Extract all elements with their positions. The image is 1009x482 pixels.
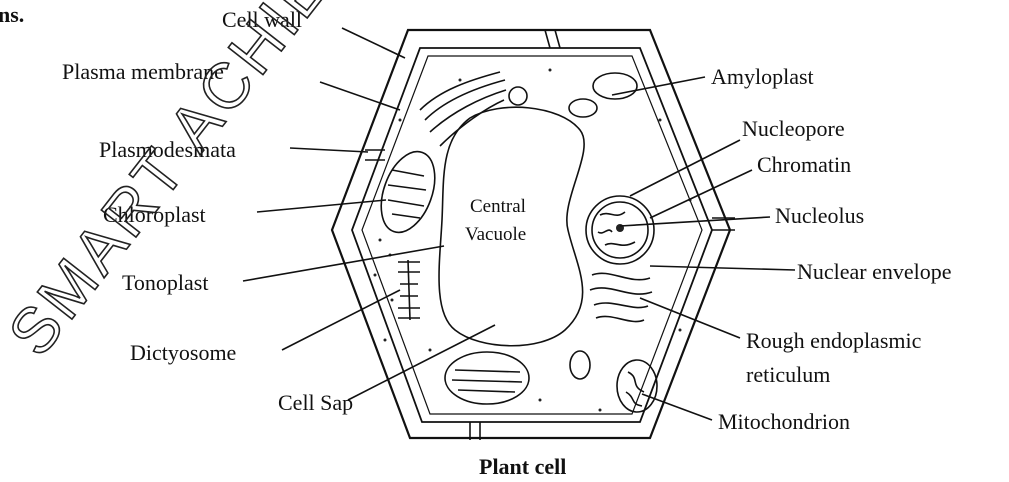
dictyosome-organelle: [398, 260, 420, 320]
amyloplast-organelle: [569, 73, 637, 117]
chloroplast-organelle: [371, 144, 445, 239]
central-label: Central: [470, 196, 526, 217]
label-dictyosome: Dictyosome: [130, 340, 236, 365]
label-tonoplast: Tonoplast: [122, 270, 208, 295]
cell-wall: [332, 30, 735, 440]
label-amyloplast: Amyloplast: [711, 64, 814, 89]
small-vesicle: [509, 87, 527, 105]
rough-er-organelle: [590, 273, 652, 321]
label-nuclear-envelope: Nuclear envelope: [797, 259, 952, 284]
label-nucleolus: Nucleolus: [775, 203, 864, 228]
cytoplasm-dots: [374, 69, 692, 412]
label-rough-er-line2: reticulum: [746, 362, 830, 387]
nucleus: [586, 196, 654, 264]
vacuole-label: Vacuole: [465, 224, 526, 245]
caption-plant-cell: Plant cell: [479, 454, 566, 479]
watermark-text: SMART ACHIEVERS: [0, 0, 461, 369]
label-chromatin: Chromatin: [757, 152, 851, 177]
label-mitochondrion: Mitochondrion: [718, 409, 850, 434]
label-cell-sap: Cell Sap: [278, 390, 353, 415]
chloroplast-bottom: [445, 352, 529, 404]
top-left-fragment: ns.: [0, 2, 24, 27]
label-nucleopore: Nucleopore: [742, 116, 845, 141]
label-rough-er-line1: Rough endoplasmic: [746, 328, 922, 353]
